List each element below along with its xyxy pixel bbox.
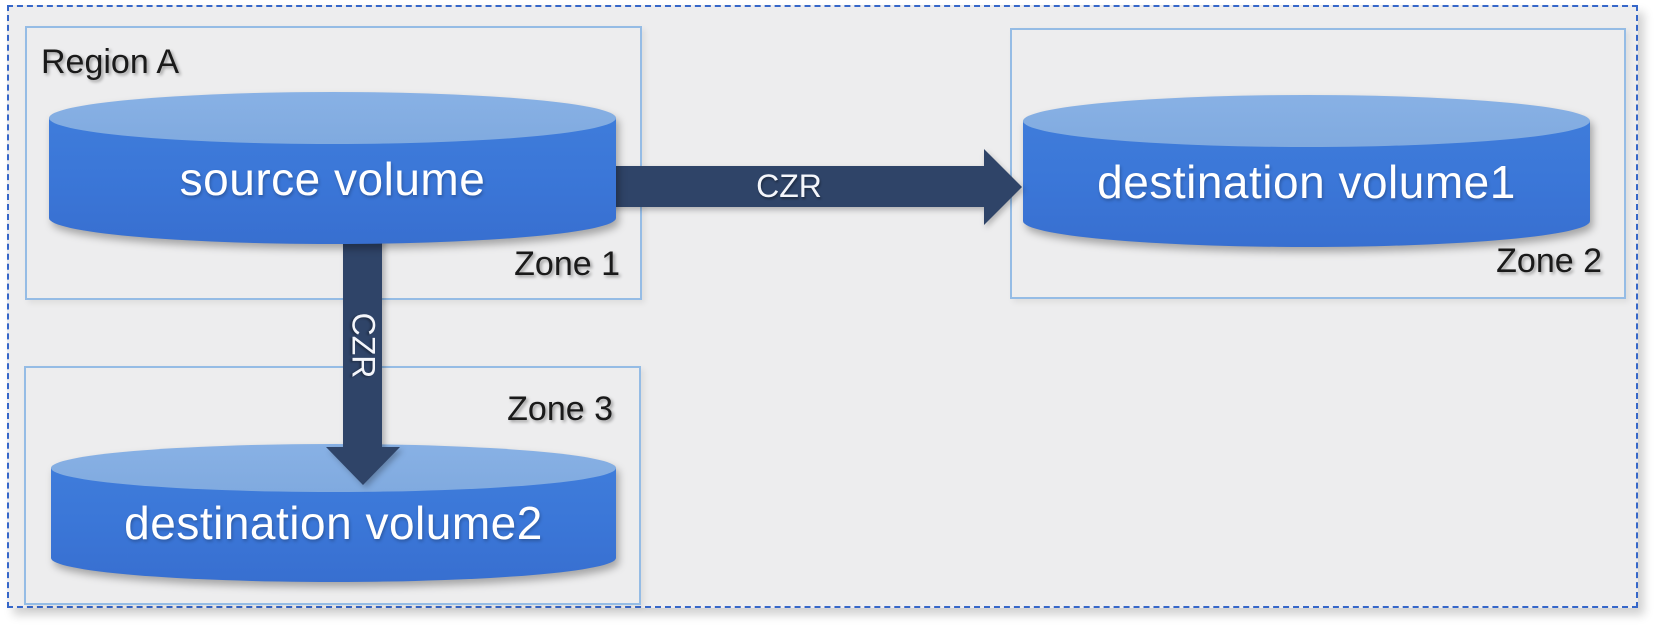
source-volume-label: source volume xyxy=(179,153,486,205)
zone-2-label: Zone 2 xyxy=(1496,242,1602,280)
region-a-label: Region A xyxy=(41,43,179,81)
destination-volume1-label: destination volume1 xyxy=(1097,156,1516,208)
region-a-boundary: Region A Zone 1 Zone 2 Zone 3 CZR CZR so… xyxy=(7,5,1638,608)
destination-volume2-cylinder: destination volume2 xyxy=(51,444,616,582)
cylinder-body: source volume xyxy=(49,118,616,244)
czr-vertical-label: CZR xyxy=(345,312,382,378)
cylinder-top-ellipse xyxy=(49,92,616,144)
destination-volume1-cylinder: destination volume1 xyxy=(1023,95,1590,247)
destination-volume2-label: destination volume2 xyxy=(124,497,543,549)
zone-3-box: Zone 3 xyxy=(24,366,641,605)
zone-1-box: Region A Zone 1 xyxy=(25,26,642,300)
czr-arrow-horizontal: CZR xyxy=(594,148,1022,225)
czr-horizontal-label: CZR xyxy=(756,168,822,204)
zone-3-label: Zone 3 xyxy=(507,390,613,428)
zone-1-label: Zone 1 xyxy=(514,245,620,283)
source-volume-cylinder: source volume xyxy=(49,92,616,244)
cylinder-body: destination volume2 xyxy=(51,468,616,582)
arrow-head-right-icon xyxy=(984,148,1022,225)
cylinder-top-ellipse xyxy=(1023,95,1590,147)
arrow-head-down-icon xyxy=(325,447,400,485)
czr-arrow-vertical: CZR xyxy=(325,229,400,485)
